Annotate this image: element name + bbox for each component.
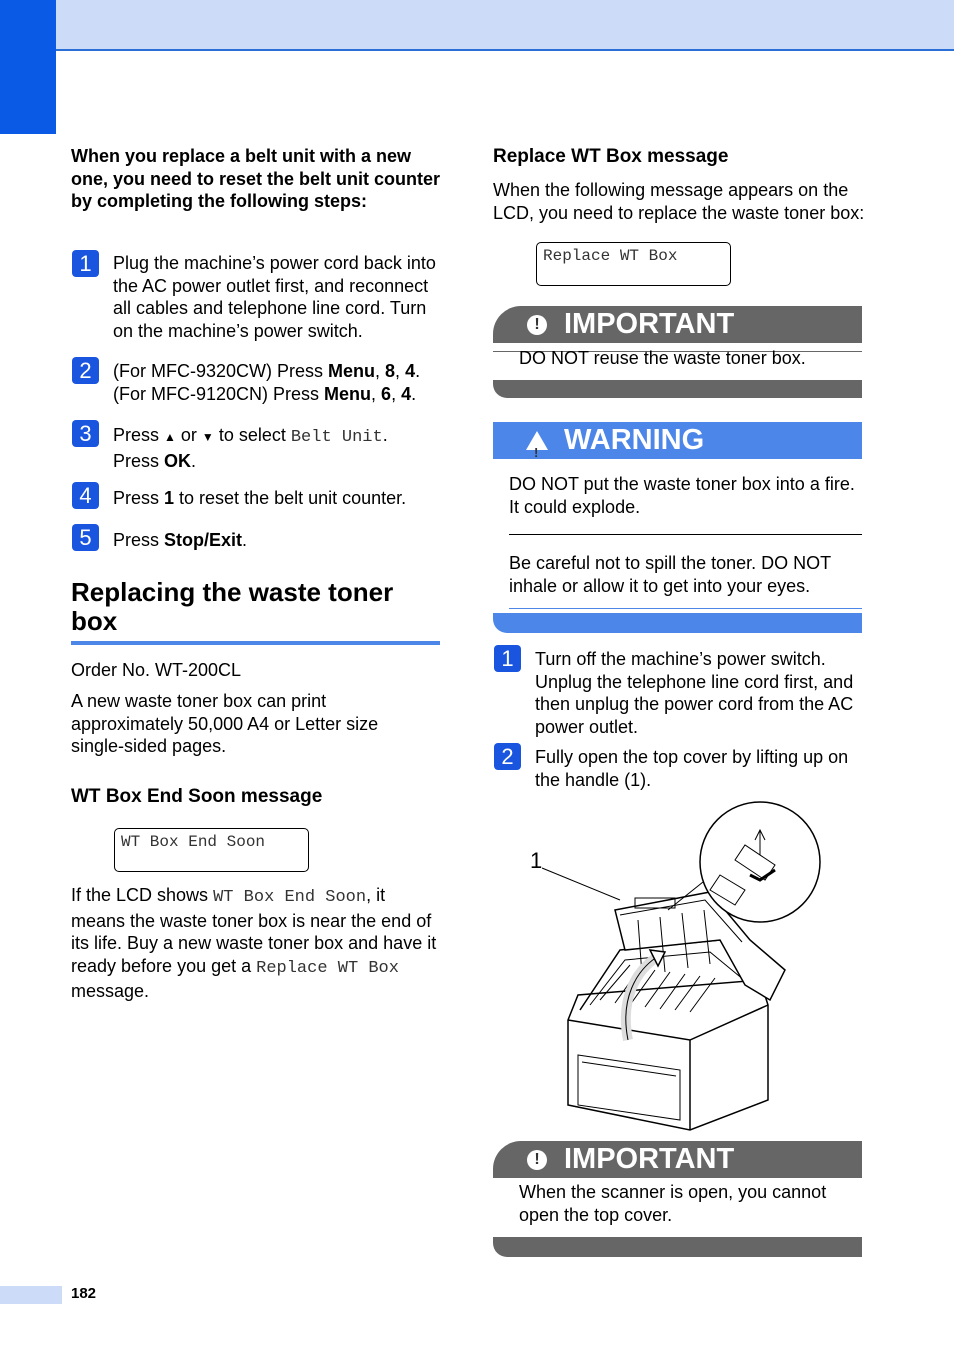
step-number: 3 <box>72 420 99 447</box>
step-number: 1 <box>72 250 99 277</box>
important-text: When the scanner is open, you cannot ope… <box>519 1182 827 1225</box>
warning-icon: ! <box>526 431 548 460</box>
important-banner: ! IMPORTANT <box>493 1141 862 1178</box>
warning-text-fire: DO NOT put the waste toner box into a fi… <box>509 474 855 517</box>
warning-title: WARNING <box>564 424 705 456</box>
step-number: 4 <box>72 482 99 509</box>
warning-banner: ! WARNING <box>493 422 862 460</box>
section-rule <box>71 641 440 645</box>
step-number: 5 <box>72 524 99 551</box>
step-text: Press Stop/Exit. <box>113 530 248 550</box>
callout-label: 1 <box>530 848 542 873</box>
subsection-title: WT Box End Soon message <box>71 786 323 807</box>
step-number: 2 <box>72 357 99 384</box>
subsection-title: Replace WT Box message <box>493 146 729 167</box>
warning-divider-bottom <box>509 608 862 609</box>
header-rule <box>56 49 954 51</box>
chapter-tab <box>0 0 56 134</box>
step-number: 2 <box>494 743 521 770</box>
lcd-display: Replace WT Box <box>536 242 731 286</box>
exclamation-icon: ! <box>527 315 547 335</box>
important-bottom-bar <box>493 380 862 398</box>
important-bottom-bar <box>493 1237 862 1257</box>
lcd-text: Replace WT Box <box>543 247 678 265</box>
important-title: IMPORTANT <box>564 1143 735 1175</box>
order-number: Order No. WT-200CL <box>71 660 242 680</box>
lcd-explanation: If the LCD shows WT Box End Soon, it mea… <box>71 885 437 1001</box>
lcd-text: WT Box End Soon <box>121 833 266 851</box>
warning-bottom-bar <box>493 613 862 633</box>
up-arrow-icon: ▲ <box>164 430 176 444</box>
intro-paragraph: When you replace a belt unit with a new … <box>71 146 441 211</box>
important-text: DO NOT reuse the waste toner box. <box>519 348 806 368</box>
important-rule <box>493 351 862 352</box>
step-text: (For MFC-9320CW) Press Menu, 8, 4. (For … <box>113 361 421 404</box>
step-text: Plug the machine’s power cord back into … <box>113 253 436 341</box>
page-number: 182 <box>71 1285 97 1302</box>
lcd-display: WT Box End Soon <box>114 828 309 872</box>
exclamation-icon: ! <box>527 1150 547 1170</box>
important-banner: ! IMPORTANT <box>493 306 862 343</box>
section-title: Replacing the waste toner box <box>71 577 394 636</box>
step-text: Fully open the top cover by lifting up o… <box>535 747 849 790</box>
step-number: 1 <box>494 645 521 672</box>
warning-text-toner: Be careful not to spill the toner. DO NO… <box>509 553 831 596</box>
step-text: Press 1 to reset the belt unit counter. <box>113 488 407 508</box>
footer-band <box>0 1286 62 1304</box>
step-text: Turn off the machine’s power switch. Unp… <box>535 649 854 737</box>
replace-intro: When the following message appears on th… <box>493 180 865 223</box>
down-arrow-icon: ▼ <box>201 430 214 444</box>
header-band <box>0 0 954 50</box>
warning-divider <box>509 534 862 535</box>
printer-open-cover-illustration: 1 <box>530 801 821 1131</box>
step-text: Press ▲ or ▼ to select Belt Unit. Press … <box>113 425 388 471</box>
important-title: IMPORTANT <box>564 308 735 340</box>
capacity-paragraph: A new waste toner box can print approxim… <box>71 691 379 756</box>
